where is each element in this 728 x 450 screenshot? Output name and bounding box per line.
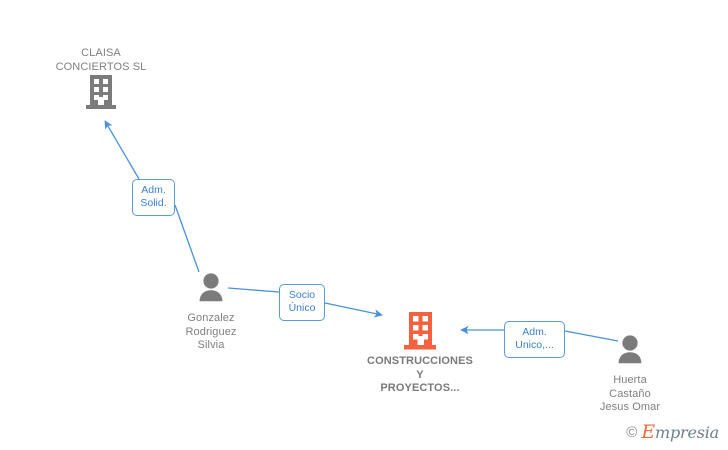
person-icon — [141, 272, 281, 312]
node-company-claisa[interactable]: CLAISA CONCIERTOS SL — [31, 47, 171, 114]
watermark-empresia: © Empresia — [626, 421, 719, 443]
brand-wordmark: Empresia — [641, 421, 719, 443]
person-icon — [560, 334, 700, 374]
edge-line-gonzalez-admsolid — [174, 204, 200, 273]
node-company-construcciones[interactable]: CONSTRUCCIONES Y PROYECTOS... — [350, 311, 490, 396]
edge-line-gonzalez-sociounico — [227, 287, 280, 293]
node-person-huerta[interactable]: Huerta Castaño Jesus Omar — [560, 334, 700, 415]
node-label-huerta: Huerta Castaño Jesus Omar — [599, 374, 661, 413]
node-label-claisa: CLAISA CONCIERTOS SL — [55, 47, 147, 73]
node-label-gonzalez: Gonzalez Rodriguez Silvia — [185, 312, 237, 351]
edge-line-sociounico-construcciones — [324, 302, 383, 318]
edge-label-adm-unico[interactable]: Adm. Unico,... — [504, 321, 565, 358]
node-person-gonzalez[interactable]: Gonzalez Rodriguez Silvia — [141, 272, 281, 353]
edge-label-socio-unico[interactable]: Socio Único — [279, 284, 325, 321]
edge-label-adm-solid[interactable]: Adm. Solid. — [132, 179, 175, 216]
brand-capital-letter: E — [641, 421, 655, 443]
building-icon — [31, 74, 171, 114]
edge-line-admsolid-claisa — [104, 120, 140, 180]
edge-line-huerta-admunico — [564, 330, 619, 342]
copyright-icon: © — [626, 424, 638, 441]
brand-rest-letters: mpresia — [655, 423, 719, 442]
building-icon — [350, 311, 490, 355]
node-label-construcciones: CONSTRUCCIONES Y PROYECTOS... — [367, 355, 473, 394]
